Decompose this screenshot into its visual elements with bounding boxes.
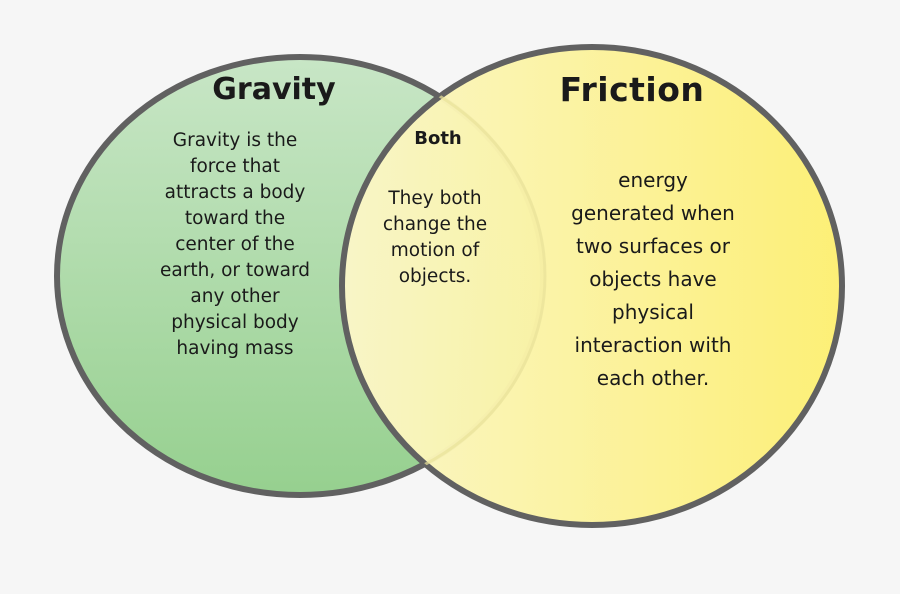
gravity-line: having mass — [176, 338, 294, 359]
friction-line: interaction with — [574, 333, 732, 357]
gravity-line: earth, or toward — [160, 260, 310, 281]
gravity-line: attracts a body — [164, 182, 306, 203]
overlap-ghost-arc — [342, 55, 547, 497]
friction-title: Friction — [559, 70, 705, 109]
gravity-line: physical body — [171, 312, 299, 333]
gravity-line: force that — [189, 156, 281, 177]
both-line: change the — [382, 214, 488, 235]
friction-line: two surfaces or — [576, 234, 730, 258]
gravity-description: Gravity is the force that attracts a bod… — [135, 128, 335, 362]
friction-line: energy — [618, 168, 688, 192]
both-description: They both change the motion of objects. — [365, 186, 505, 290]
both-line: They both — [388, 188, 482, 209]
friction-line: objects have — [589, 267, 717, 291]
gravity-line: center of the — [175, 234, 295, 255]
friction-line: physical — [612, 300, 694, 324]
friction-circle — [339, 44, 845, 528]
gravity-title: Gravity — [212, 72, 336, 107]
gravity-line: toward the — [184, 208, 286, 229]
both-title: Both — [414, 128, 462, 149]
gravity-line: any other — [190, 286, 280, 307]
both-line: motion of — [390, 240, 480, 261]
friction-line: each other. — [596, 366, 710, 390]
friction-line: generated when — [571, 201, 735, 225]
friction-description: energy generated when two surfaces or ob… — [548, 164, 758, 395]
gravity-line: Gravity is the — [172, 130, 298, 151]
both-line: objects. — [398, 266, 472, 287]
